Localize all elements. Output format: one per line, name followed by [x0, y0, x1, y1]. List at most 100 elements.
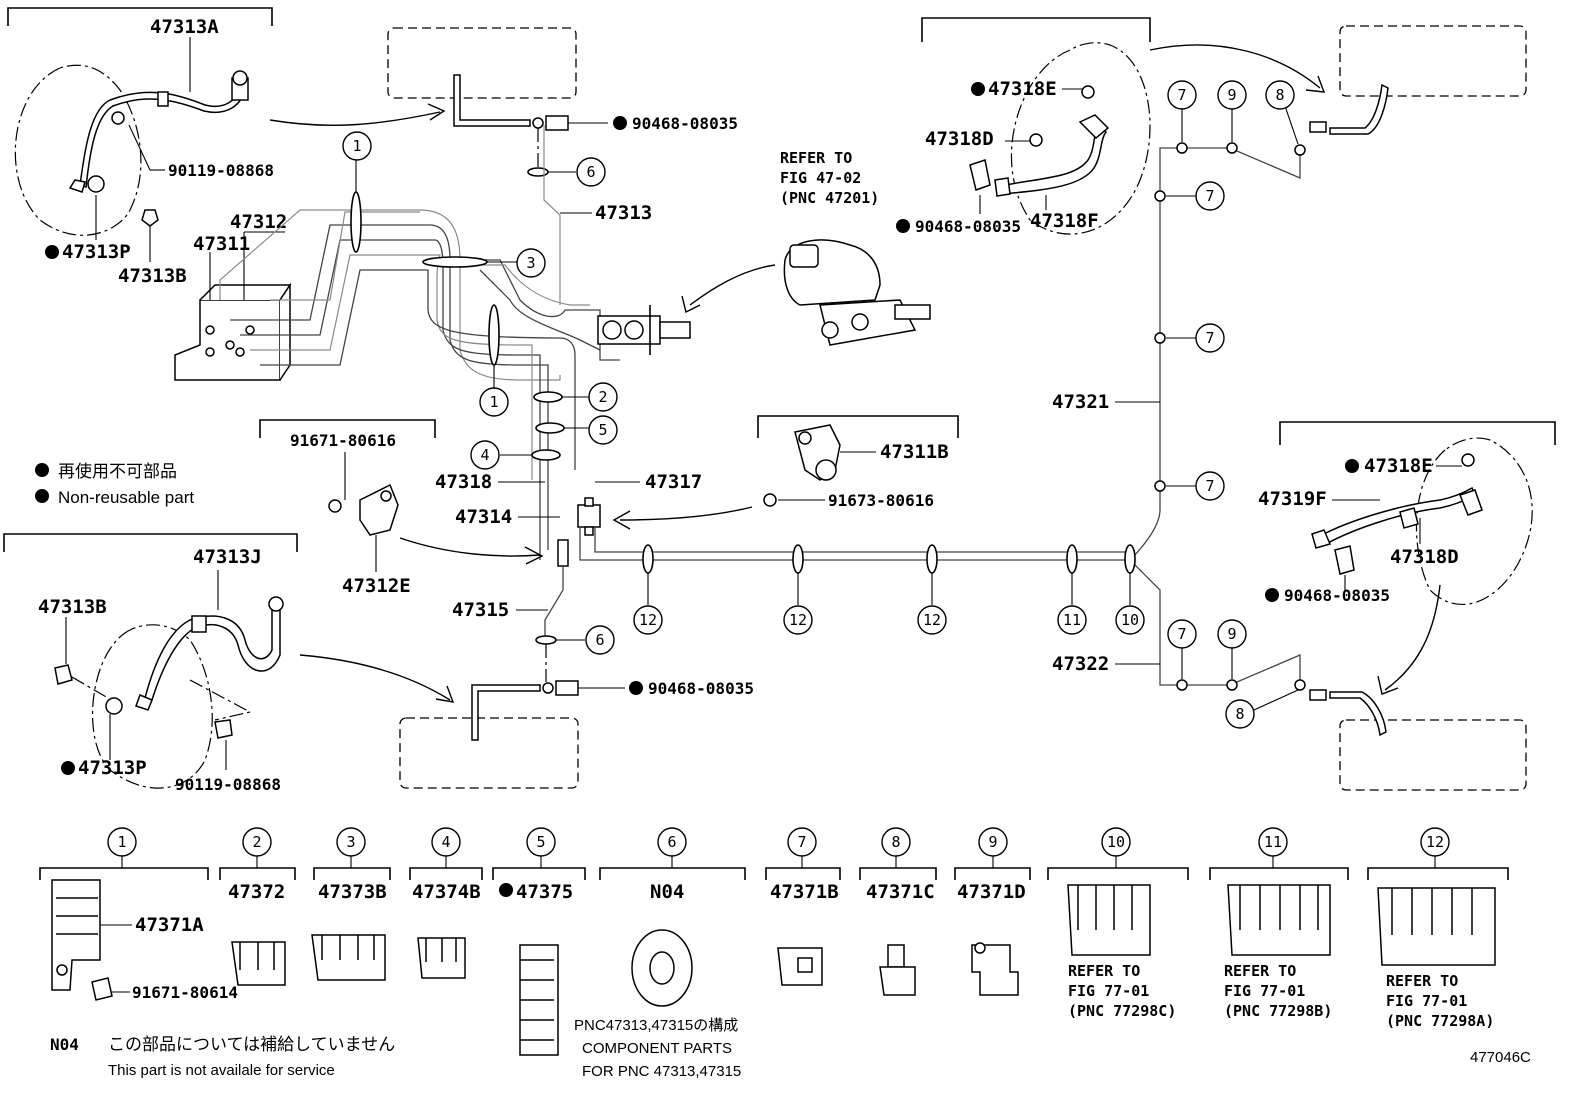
label-47313[interactable]: 47313: [595, 202, 652, 224]
refer-master-3[interactable]: (PNC 47201): [780, 189, 879, 207]
label-47318D-b[interactable]: 47318D: [1390, 546, 1459, 568]
bottom-label-47374B[interactable]: 47374B: [412, 881, 481, 903]
label-47318D-a[interactable]: 47318D: [925, 128, 994, 150]
callout-number[interactable]: 11: [1063, 611, 1081, 629]
callout-number[interactable]: 5: [536, 833, 545, 851]
group-47313J: 47313J 47313B 47313P 90119-08868: [3, 533, 455, 794]
callout-number[interactable]: 7: [1177, 625, 1186, 643]
label-47313B-a[interactable]: 47313B: [118, 265, 187, 287]
label-47312E[interactable]: 47312E: [342, 575, 411, 597]
label-47318[interactable]: 47318: [435, 471, 492, 493]
label-47319F[interactable]: 47319F: [1258, 488, 1327, 510]
refer-11-2[interactable]: FIG 77-01: [1224, 982, 1305, 1000]
callout-number[interactable]: 1: [117, 833, 126, 851]
label-90468-08035-d[interactable]: 90468-08035: [1284, 586, 1390, 605]
callout-number[interactable]: 10: [1121, 611, 1139, 629]
label-90468-08035-b[interactable]: 90468-08035: [648, 679, 754, 698]
label-47318E-a[interactable]: 47318E: [988, 78, 1057, 100]
label-47314[interactable]: 47314: [455, 506, 512, 528]
callout-number[interactable]: 7: [1205, 477, 1214, 495]
label-90468-08035-a[interactable]: 90468-08035: [632, 114, 738, 133]
sensor-47311B: [794, 424, 841, 481]
callout-number[interactable]: 7: [1177, 86, 1186, 104]
master-cylinder: [783, 239, 931, 346]
non-reusable-dot-icon: [1345, 459, 1359, 473]
callout-number[interactable]: 1: [352, 137, 361, 155]
label-90119-08868-b[interactable]: 90119-08868: [175, 775, 281, 794]
callout-number[interactable]: 9: [1227, 625, 1236, 643]
callout-number[interactable]: 4: [441, 833, 450, 851]
label-47313J[interactable]: 47313J: [193, 546, 262, 568]
label-47311[interactable]: 47311: [193, 233, 250, 255]
bottom-label-47373B[interactable]: 47373B: [318, 881, 387, 903]
callout-number[interactable]: 8: [1275, 86, 1284, 104]
callout-number[interactable]: 12: [639, 611, 657, 629]
callout-number[interactable]: 6: [667, 833, 676, 851]
callout-number[interactable]: 6: [595, 631, 604, 649]
label-47313P-b[interactable]: 47313P: [78, 757, 147, 779]
refer-master-2[interactable]: FIG 47-02: [780, 169, 861, 187]
bottom-label-N04[interactable]: N04: [650, 881, 684, 903]
callout-number[interactable]: 2: [598, 388, 607, 406]
callout-number[interactable]: 7: [1205, 187, 1214, 205]
bottom-label-47371B[interactable]: 47371B: [770, 881, 839, 903]
bottom-label-47371D[interactable]: 47371D: [957, 881, 1026, 903]
clamp-4: [531, 449, 561, 461]
label-47318F[interactable]: 47318F: [1030, 210, 1099, 232]
callout-number[interactable]: 6: [586, 163, 595, 181]
label-90119-08868-a[interactable]: 90119-08868: [168, 161, 274, 180]
callout-number[interactable]: 3: [346, 833, 355, 851]
callout-number[interactable]: 7: [1205, 329, 1214, 347]
refer-master-1[interactable]: REFER TO: [780, 149, 852, 167]
callout-number[interactable]: 4: [480, 446, 489, 464]
union-fitting: [557, 539, 569, 567]
refer-10-2[interactable]: FIG 77-01: [1068, 982, 1149, 1000]
note-n04-jp: この部品については補給していません: [108, 1035, 395, 1054]
callout-number[interactable]: 3: [526, 254, 535, 272]
label-47313P-a[interactable]: 47313P: [62, 241, 131, 263]
refer-10-3[interactable]: (PNC 77298C): [1068, 1002, 1176, 1020]
label-47315[interactable]: 47315: [452, 599, 509, 621]
label-47313B-b[interactable]: 47313B: [38, 596, 107, 618]
refer-10-1[interactable]: REFER TO: [1068, 962, 1140, 980]
refer-11-3[interactable]: (PNC 77298B): [1224, 1002, 1332, 1020]
bottom-label-47372[interactable]: 47372: [228, 881, 285, 903]
callout-number[interactable]: 9: [1227, 86, 1236, 104]
label-47321[interactable]: 47321: [1052, 391, 1109, 413]
bottom-label-91671-80614[interactable]: 91671-80614: [132, 983, 238, 1002]
label-47317[interactable]: 47317: [645, 471, 702, 493]
callout-number[interactable]: 8: [891, 833, 900, 851]
label-47318E-b[interactable]: 47318E: [1364, 455, 1433, 477]
label-47312[interactable]: 47312: [230, 211, 287, 233]
bottom-label-47371C[interactable]: 47371C: [866, 881, 935, 903]
callout-number[interactable]: 2: [252, 833, 261, 851]
refer-12-2[interactable]: FIG 77-01: [1386, 992, 1467, 1010]
group-47319F: 47318E 47319F 47318D 90468-08035: [1258, 421, 1556, 695]
refer-11-1[interactable]: REFER TO: [1224, 962, 1296, 980]
non-reusable-dot-icon: [1265, 588, 1279, 602]
clamp-3: [422, 256, 488, 268]
label-91673-80616[interactable]: 91673-80616: [828, 491, 934, 510]
refer-12-1[interactable]: REFER TO: [1386, 972, 1458, 990]
callout-number[interactable]: 7: [797, 833, 806, 851]
label-91671-80616[interactable]: 91671-80616: [290, 431, 396, 450]
callout-number[interactable]: 12: [1426, 833, 1444, 851]
callout-number[interactable]: 1: [489, 393, 498, 411]
callout-number[interactable]: 11: [1264, 833, 1282, 851]
callout-number[interactable]: 12: [789, 611, 807, 629]
callout-number[interactable]: 9: [988, 833, 997, 851]
bottom-label-47375[interactable]: 47375: [516, 881, 573, 903]
label-90468-08035-c[interactable]: 90468-08035: [915, 217, 1021, 236]
note-n04-code: N04: [50, 1035, 79, 1054]
non-reusable-dot-icon: [629, 681, 643, 695]
callout-number[interactable]: 8: [1235, 705, 1244, 723]
bottom-label-47371A[interactable]: 47371A: [135, 914, 204, 936]
callout-number[interactable]: 12: [923, 611, 941, 629]
label-47311B[interactable]: 47311B: [880, 441, 949, 463]
label-47322[interactable]: 47322: [1052, 653, 1109, 675]
callout-number[interactable]: 10: [1107, 833, 1125, 851]
callout-number[interactable]: 5: [598, 421, 607, 439]
label-47313A[interactable]: 47313A: [150, 16, 219, 38]
refer-12-3[interactable]: (PNC 77298A): [1386, 1012, 1494, 1030]
